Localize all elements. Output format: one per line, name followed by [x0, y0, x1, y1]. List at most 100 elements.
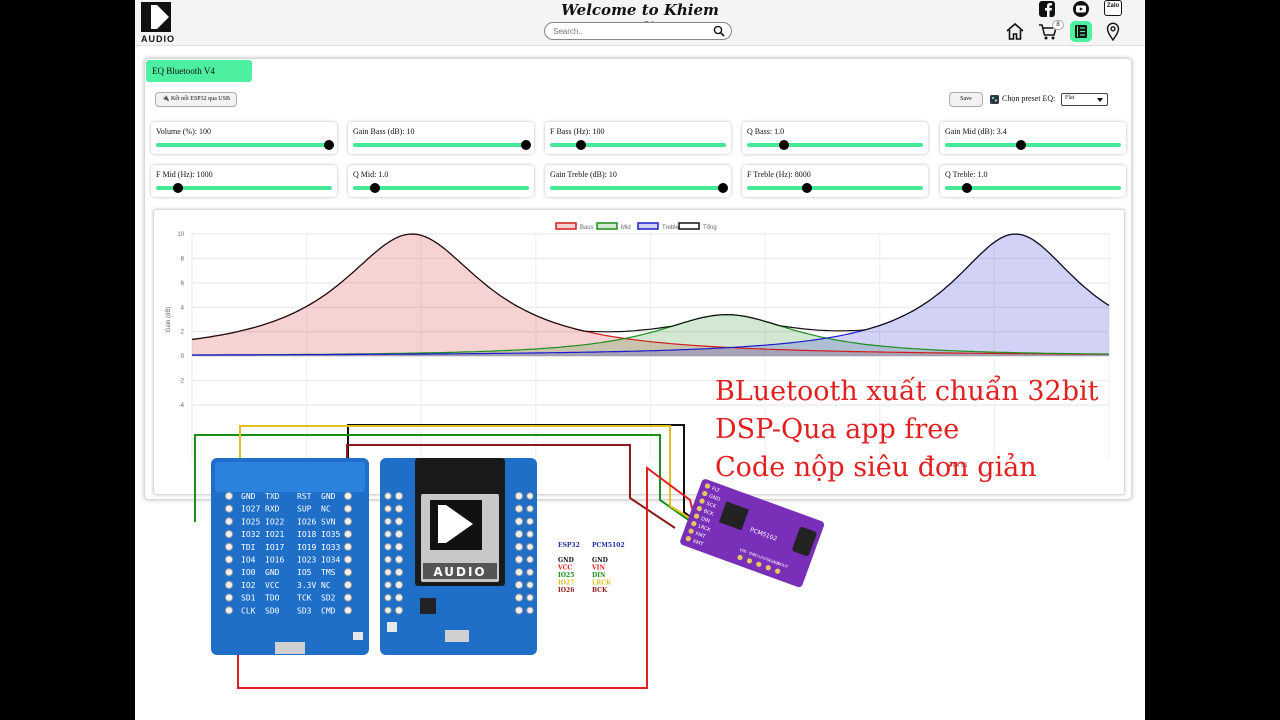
dac-pin: [691, 521, 697, 527]
site-header: AUDIO Welcome to Khiem Audio Zalo: [135, 0, 1145, 46]
youtube-icon[interactable]: [1072, 0, 1090, 18]
reset-button-right: [387, 622, 397, 632]
slider-thumb[interactable]: [961, 183, 972, 193]
pin-label: TDI: [241, 543, 256, 552]
header-pin: [394, 517, 404, 526]
slider-thumb[interactable]: [521, 140, 531, 150]
chip-logo-box: [430, 500, 482, 550]
brand-logo[interactable]: AUDIO: [137, 2, 179, 44]
legend-swatch[interactable]: [596, 222, 618, 230]
slider-thumb[interactable]: [1015, 140, 1026, 150]
header-pin: [514, 530, 524, 539]
dac-pin-label: LRCK: [697, 523, 712, 533]
pin-label: SD1: [241, 594, 256, 603]
slider-label: Gain Treble (dB): 10: [550, 170, 617, 179]
slider-track[interactable]: [945, 186, 1121, 190]
series-fill-mid: [192, 314, 1109, 357]
y-tick-label: 4: [181, 305, 185, 311]
search-input[interactable]: [553, 25, 703, 38]
slider-label: Q Mid: 1.0: [353, 170, 389, 179]
facebook-icon[interactable]: [1038, 0, 1056, 18]
table-cell-esp: IO25: [558, 572, 574, 579]
location-pin-icon[interactable]: [1106, 22, 1120, 41]
header-pin: [394, 504, 404, 513]
legend-swatch[interactable]: [555, 222, 577, 230]
slider-track[interactable]: [747, 186, 923, 190]
slider-label: Q Treble: 1.0: [945, 170, 988, 179]
slider-track[interactable]: [353, 186, 529, 190]
slider-label: F Treble (Hz): 8000: [747, 170, 811, 179]
slider-label: F Bass (Hz): 100: [550, 127, 605, 136]
header-pin: [384, 606, 392, 614]
regulator-chip: [420, 598, 436, 614]
dac-pin-label: FMT: [694, 531, 707, 540]
legend-label[interactable]: Treble: [662, 225, 679, 231]
header-pin: [526, 593, 534, 602]
header-pin: [526, 606, 534, 614]
dac-pin-label: BCK: [703, 508, 715, 517]
legend-label[interactable]: Mid: [621, 225, 631, 231]
table-cell-pcm: DIN: [592, 572, 606, 579]
table-cell-esp: GND: [558, 557, 574, 564]
header-pin: [514, 517, 524, 526]
pin-label: SVN: [321, 517, 336, 526]
pin-label: IO16: [265, 556, 284, 565]
dac-pin-label: DIN: [700, 516, 711, 525]
header-pin: [343, 555, 353, 564]
header-pin: [384, 530, 392, 538]
eq-app-panel: EQ Bluetooth V4 🔌 Kết nối ESP32 qua USB …: [144, 58, 1132, 500]
slider-thumb[interactable]: [369, 183, 380, 193]
slider-track[interactable]: [156, 186, 332, 190]
dac-pin: [756, 561, 762, 567]
dac-chip: [718, 501, 749, 531]
header-pin: [343, 504, 353, 513]
search-icon[interactable]: [713, 25, 725, 37]
header-pin: [224, 593, 234, 602]
header-pin: [384, 581, 392, 589]
slider-thumb[interactable]: [718, 183, 728, 193]
legend-swatch[interactable]: [678, 222, 700, 230]
header-pin: [224, 568, 234, 577]
slider-thumb[interactable]: [324, 140, 334, 150]
dac-pin: [688, 528, 694, 534]
y-tick-label: 0: [181, 354, 185, 360]
header-pin: [224, 606, 234, 615]
preset-select[interactable]: Flat: [1061, 93, 1108, 106]
app-tab-title[interactable]: EQ Bluetooth V4: [146, 60, 252, 82]
slider-track[interactable]: [550, 143, 726, 147]
legend-label[interactable]: Tổng: [703, 224, 717, 231]
slider-card: Gain Bass (dB): 10: [348, 122, 534, 154]
header-pin: [514, 542, 524, 551]
slider-card: Gain Treble (dB): 10: [545, 165, 731, 197]
header-pin: [343, 542, 353, 551]
slider-track[interactable]: [747, 143, 923, 147]
pin-label: NC: [321, 581, 331, 590]
pin-label: CLK: [241, 606, 256, 615]
connect-usb-button[interactable]: 🔌 Kết nối ESP32 qua USB: [155, 92, 237, 107]
legend-swatch[interactable]: [637, 222, 659, 230]
blog-nav-button[interactable]: [1070, 21, 1092, 42]
header-pin: [384, 568, 392, 576]
slider-thumb[interactable]: [779, 140, 789, 150]
x-axis-label: Tần số: [949, 463, 968, 469]
header-pin: [514, 593, 524, 602]
zalo-icon[interactable]: Zalo: [1104, 0, 1122, 16]
slider-track[interactable]: [945, 143, 1121, 147]
logo-k-mark: [141, 2, 171, 32]
slider-thumb[interactable]: [172, 183, 183, 193]
chip-logo-k-bar: [438, 505, 446, 543]
header-pin: [526, 568, 534, 576]
slider-track[interactable]: [156, 143, 332, 147]
slider-thumb[interactable]: [801, 183, 812, 193]
slider-track[interactable]: [550, 186, 726, 190]
save-button[interactable]: Save: [949, 92, 983, 107]
search-box: [544, 22, 732, 40]
slider-track[interactable]: [353, 143, 529, 147]
home-icon[interactable]: [1005, 22, 1025, 41]
pin-label: CMD: [321, 606, 336, 615]
pin-label: IO26: [297, 517, 316, 526]
slider-thumb[interactable]: [576, 140, 587, 150]
slider-card: F Mid (Hz): 1000: [151, 165, 337, 197]
legend-label[interactable]: Bass: [580, 225, 593, 231]
